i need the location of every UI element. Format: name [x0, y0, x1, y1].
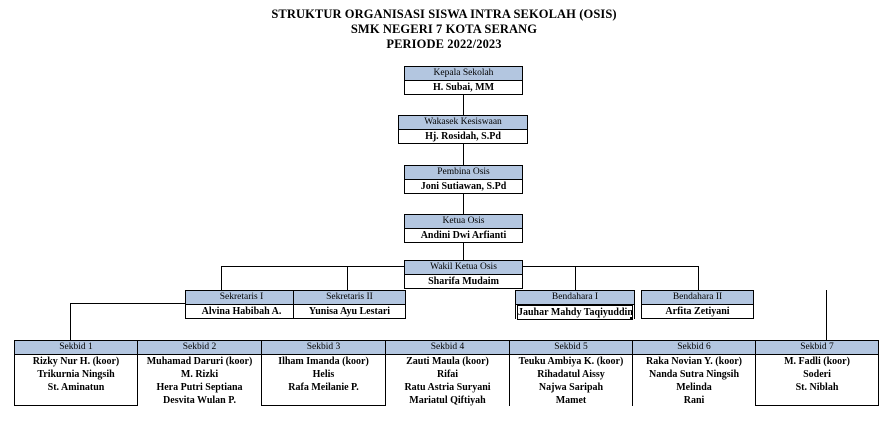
node-members-pembina-osis: Joni Sutiawan, S.Pd	[405, 180, 522, 193]
node-sekbid-4[interactable]: Sekbid 4 Zauti Maula (koor) Rifai Ratu A…	[385, 340, 510, 407]
member-name: M. Rizki	[180, 369, 219, 380]
node-role-sekbid-2: Sekbid 2	[138, 341, 261, 355]
member-name: Rizky Nur H. (koor)	[32, 356, 120, 367]
node-role-wakasek-kesiswaan: Wakasek Kesiswaan	[399, 116, 527, 130]
member-name: Ratu Astria Suryani	[404, 382, 491, 393]
node-role-sekbid-4: Sekbid 4	[386, 341, 509, 355]
member-name: St. Niblah	[795, 382, 839, 393]
node-sekbid-2[interactable]: Sekbid 2 Muhamad Daruri (koor) M. Rizki …	[137, 340, 262, 407]
title-line-2: SMK NEGERI 7 KOTA SERANG	[350, 22, 538, 36]
node-pembina-osis[interactable]: Pembina Osis Joni Sutiawan, S.Pd	[404, 165, 523, 194]
node-members-bendahara-1: Jauhar Mahdy Taqiyuddin	[516, 305, 634, 320]
node-role-kepala-sekolah: Kepala Sekolah	[405, 67, 522, 81]
node-role-bendahara-2: Bendahara II	[642, 291, 753, 305]
connector-spine-to-sekbid-7	[826, 303, 827, 340]
node-members-wakasek-kesiswaan: Hj. Rosidah, S.Pd	[399, 130, 527, 143]
connector-kepala-to-wakasek	[463, 95, 464, 115]
node-members-sekretaris-2: Yunisa Ayu Lestari	[294, 305, 405, 318]
member-name: Trikurnia Ningsih	[37, 369, 115, 380]
connector-ketua-to-wakil	[463, 242, 464, 260]
node-role-bendahara-1: Bendahara I	[516, 291, 634, 305]
member-name: Zauti Maula (koor)	[406, 356, 489, 367]
node-role-pembina-osis: Pembina Osis	[405, 166, 522, 180]
node-role-sekretaris-1: Sekretaris I	[186, 291, 297, 305]
connector-bus-to-sekretaris-1	[221, 266, 222, 290]
member-name: H. Subai, MM	[432, 82, 495, 93]
member-name: Rafa Meilanie P.	[288, 382, 359, 393]
node-kepala-sekolah[interactable]: Kepala Sekolah H. Subai, MM	[404, 66, 523, 95]
member-name: St. Aminatun	[47, 382, 105, 393]
node-role-sekbid-1: Sekbid 1	[15, 341, 137, 355]
node-sekbid-3[interactable]: Sekbid 3 Ilham Imanda (koor) Helis Rafa …	[261, 340, 386, 406]
member-name: Najwa Saripah	[538, 382, 604, 393]
node-bendahara-2[interactable]: Bendahara II Arfita Zetiyani	[641, 290, 754, 319]
node-wakil-ketua-osis[interactable]: Wakil Ketua Osis Sharifa Mudaim	[404, 260, 523, 289]
member-name: Arfita Zetiyani	[665, 306, 730, 317]
title-line-3: PERIODE 2022/2023	[386, 37, 502, 51]
connector-bus-to-bendahara-2	[698, 266, 699, 290]
node-members-bendahara-2: Arfita Zetiyani	[642, 305, 753, 318]
member-name: Teuku Ambiya K. (koor)	[518, 356, 624, 367]
member-name: Rani	[683, 395, 705, 406]
node-wakasek-kesiswaan[interactable]: Wakasek Kesiswaan Hj. Rosidah, S.Pd	[398, 115, 528, 144]
title-line-1: STRUKTUR ORGANISASI SISWA INTRA SEKOLAH …	[271, 7, 617, 21]
connector-bus-to-sekretaris-2	[347, 266, 348, 290]
member-name: Alvina Habibah A.	[201, 306, 282, 317]
node-members-sekbid-1: Rizky Nur H. (koor) Trikurnia Ningsih St…	[15, 355, 137, 394]
member-name: Hera Putri Septiana	[156, 382, 243, 393]
connector-left-spine-h	[70, 303, 211, 304]
node-sekretaris-2[interactable]: Sekretaris II Yunisa Ayu Lestari	[293, 290, 406, 319]
connector-spine-to-sekbid-1	[70, 303, 71, 340]
node-role-sekbid-6: Sekbid 6	[633, 341, 755, 355]
member-name-selected[interactable]: Jauhar Mahdy Taqiyuddin	[517, 305, 633, 320]
member-name: Helis	[312, 369, 335, 380]
node-members-sekretaris-1: Alvina Habibah A.	[186, 305, 297, 318]
node-members-sekbid-6: Raka Novian Y. (koor) Nanda Sutra Ningsi…	[633, 355, 755, 407]
member-name: Hj. Rosidah, S.Pd	[425, 131, 501, 142]
connector-pembina-to-ketua	[463, 193, 464, 214]
node-sekbid-7[interactable]: Sekbid 7 M. Fadli (koor) Soderi St. Nibl…	[755, 340, 879, 406]
member-name: M. Fadli (koor)	[784, 356, 850, 367]
node-members-sekbid-2: Muhamad Daruri (koor) M. Rizki Hera Putr…	[138, 355, 261, 407]
node-sekbid-5[interactable]: Sekbid 5 Teuku Ambiya K. (koor) Rihadatu…	[509, 340, 633, 407]
node-sekbid-1[interactable]: Sekbid 1 Rizky Nur H. (koor) Trikurnia N…	[14, 340, 138, 406]
member-name: Sharifa Mudaim	[428, 276, 499, 287]
node-members-sekbid-3: Ilham Imanda (koor) Helis Rafa Meilanie …	[262, 355, 385, 394]
member-name: Andini Dwi Arfianti	[420, 230, 507, 241]
node-bendahara-1[interactable]: Bendahara I Jauhar Mahdy Taqiyuddin	[515, 290, 635, 320]
node-members-ketua-osis: Andini Dwi Arfianti	[405, 229, 522, 242]
node-role-sekbid-3: Sekbid 3	[262, 341, 385, 355]
member-name: Desvita Wulan P.	[163, 395, 236, 406]
member-name: Rifai	[436, 369, 459, 380]
node-members-wakil-ketua-osis: Sharifa Mudaim	[405, 275, 522, 288]
node-role-sekbid-7: Sekbid 7	[756, 341, 878, 355]
node-members-sekbid-5: Teuku Ambiya K. (koor) Rihadatul Aissy N…	[510, 355, 632, 407]
node-sekretaris-1[interactable]: Sekretaris I Alvina Habibah A.	[185, 290, 298, 319]
node-role-wakil-ketua-osis: Wakil Ketua Osis	[405, 261, 522, 275]
chart-title: STRUKTUR ORGANISASI SISWA INTRA SEKOLAH …	[0, 7, 888, 52]
member-name: Joni Sutiawan, S.Pd	[420, 181, 507, 192]
member-name: Rihadatul Aissy	[537, 369, 605, 380]
selection-handle[interactable]	[630, 317, 632, 319]
connector-bendahara2-down	[826, 290, 827, 303]
node-role-ketua-osis: Ketua Osis	[405, 215, 522, 229]
member-name: Mariatul Qiftiyah	[409, 395, 486, 406]
node-ketua-osis[interactable]: Ketua Osis Andini Dwi Arfianti	[404, 214, 523, 243]
member-name: Melinda	[676, 382, 712, 393]
member-name: Nanda Sutra Ningsih	[648, 369, 740, 380]
connector-bus-to-bendahara-1	[575, 266, 576, 290]
member-name: Mamet	[555, 395, 587, 406]
member-name: Soderi	[803, 369, 831, 380]
node-members-sekbid-4: Zauti Maula (koor) Rifai Ratu Astria Sur…	[386, 355, 509, 407]
node-role-sekretaris-2: Sekretaris II	[294, 291, 405, 305]
member-name: Raka Novian Y. (koor)	[646, 356, 742, 367]
node-members-kepala-sekolah: H. Subai, MM	[405, 81, 522, 94]
node-role-sekbid-5: Sekbid 5	[510, 341, 632, 355]
node-members-sekbid-7: M. Fadli (koor) Soderi St. Niblah	[756, 355, 878, 394]
connector-wakasek-to-pembina	[463, 143, 464, 165]
member-name: Ilham Imanda (koor)	[278, 356, 369, 367]
member-name: Muhamad Daruri (koor)	[146, 356, 253, 367]
member-name: Yunisa Ayu Lestari	[308, 306, 391, 317]
node-sekbid-6[interactable]: Sekbid 6 Raka Novian Y. (koor) Nanda Sut…	[632, 340, 756, 407]
